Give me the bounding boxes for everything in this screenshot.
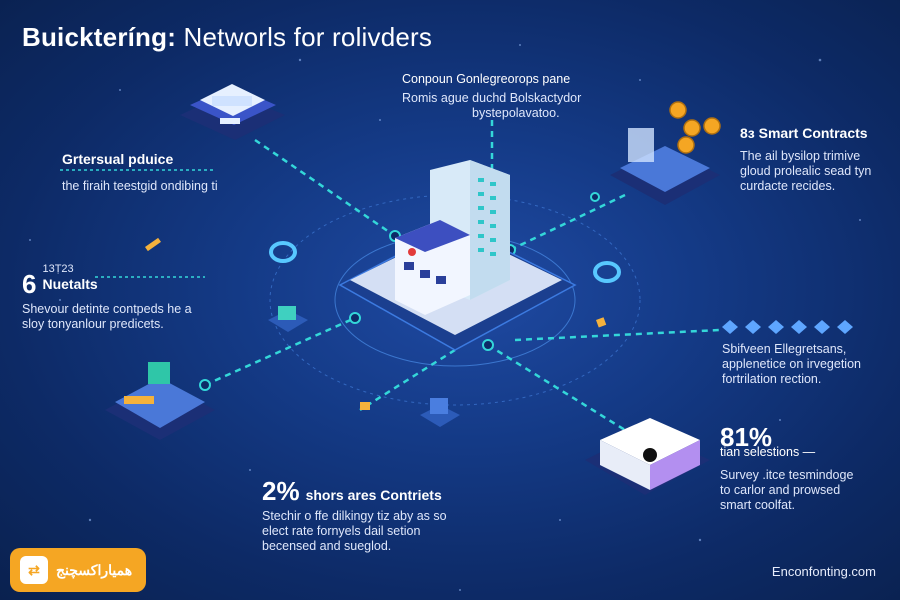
connector-top-right <box>509 193 626 252</box>
annotation-bottom-center-line-1: Stechir o ffe dilkingy tiz aby as so <box>262 509 447 523</box>
annotation-top-center: Conpoun Gonlegreorops pane Romis ague du… <box>402 72 602 121</box>
annotation-mid-right-line-2: applenetice on irvegetion <box>722 357 861 371</box>
workstation-left <box>105 362 215 440</box>
page-title: Buickteríng: Networls for rolivders <box>22 22 433 52</box>
connector-mid-right <box>514 328 721 342</box>
connector-top-left <box>254 138 396 238</box>
annotation-top-center-line-2: bystepolavatoo. <box>472 106 560 120</box>
annotation-bottom-right-line-1: Survey .itce tesmindoge <box>720 468 854 482</box>
cube-node-bottom <box>420 398 460 427</box>
annotation-top-center-heading: Conpoun Gonlegreorops pane <box>402 72 571 86</box>
stat-small-mid-left: 13Ṭ23 <box>42 263 74 275</box>
coins-platform-top-right <box>610 101 721 205</box>
cube-node-left <box>268 306 308 332</box>
stat-bottom-center: 2% <box>262 476 300 506</box>
orbit-ring-outer <box>269 194 641 406</box>
annotation-mid-left-heading: Nuetalts <box>42 276 98 292</box>
office-cube-bottom-right <box>585 418 710 495</box>
annotation-top-right: 8ɜ Smart Contracts The ail bysilop trimi… <box>740 126 890 194</box>
arrow-row-mid-right <box>722 320 853 334</box>
annotation-bottom-right: 81% tian selestions — Survey .itce tesmi… <box>720 422 890 513</box>
stat-bottom-right: 81% <box>720 422 773 452</box>
annotation-top-right-line-2: gloud prolealic sead tyn <box>740 164 872 178</box>
annotation-mid-right: Sbifveen Ellegretsans, applenetice on ir… <box>722 342 892 387</box>
connector-bottom <box>359 348 456 412</box>
annotation-mid-right-line-1: Sbifveen Ellegretsans, <box>722 342 847 356</box>
node-dot-4 <box>482 339 494 351</box>
node-dot-6 <box>590 192 600 202</box>
ring-token-left <box>269 241 297 263</box>
annotation-bottom-center-line-3: becensed and sueglod. <box>262 539 392 553</box>
brand-logo-badge[interactable]: ⇄ همیاراکسچنج <box>10 548 146 592</box>
annotation-top-right-line-3: curdacte recides. <box>740 179 836 193</box>
annotation-mid-left: 6 13Ṭ23 Nuetalts Shevour detinte contped… <box>22 262 222 332</box>
annotation-top-right-line-1: The ail bysilop trimive <box>740 149 861 163</box>
annotation-mid-left-line-2: sloy tonyanlour predicets. <box>22 317 164 331</box>
connector-right <box>487 343 626 432</box>
annotation-bottom-center: 2% shors ares Contriets Stechir o ffe di… <box>262 476 492 554</box>
annotation-bottom-center-heading: shors ares Contriets <box>305 487 442 503</box>
footer-site-text: Enconfonting.com <box>771 564 876 579</box>
annotation-bottom-right-line-2: to carlor and prowsed <box>720 483 841 497</box>
annotation-mid-right-line-3: fortrilation rection. <box>722 372 822 386</box>
brand-logo-text: همیاراکسچنج <box>56 561 133 578</box>
annotation-top-right-heading: 8ɜ Smart Contracts <box>740 125 868 141</box>
central-building <box>338 160 577 351</box>
server-box-top-left <box>180 84 285 140</box>
connector-left <box>204 316 356 387</box>
node-dot-3 <box>349 312 361 324</box>
exchange-icon: ⇄ <box>20 556 48 584</box>
node-dot-5 <box>199 379 211 391</box>
annotation-top-left-heading: Grtersual pduice <box>62 151 174 167</box>
annotation-bottom-right-line-3: smart coolfat. <box>720 498 796 512</box>
annotation-mid-left-line-1: Shevour detinte contpeds he a <box>22 302 192 316</box>
annotation-top-left-line-1: the firaih teestgid ondibing ti <box>62 179 218 193</box>
ring-token-right <box>593 261 621 283</box>
stat-big-mid-left: 6 <box>22 269 37 299</box>
annotation-top-center-line-1: Romis ague duchd Bolskactydor <box>402 91 582 105</box>
annotation-bottom-center-line-2: elect rate fornyels dail setion <box>262 524 421 538</box>
annotation-bottom-right-heading: tian selestions — <box>720 445 816 459</box>
annotation-top-left: Grtersual pduice the firaih teestgid ond… <box>62 152 262 194</box>
connector-lines <box>204 120 721 432</box>
